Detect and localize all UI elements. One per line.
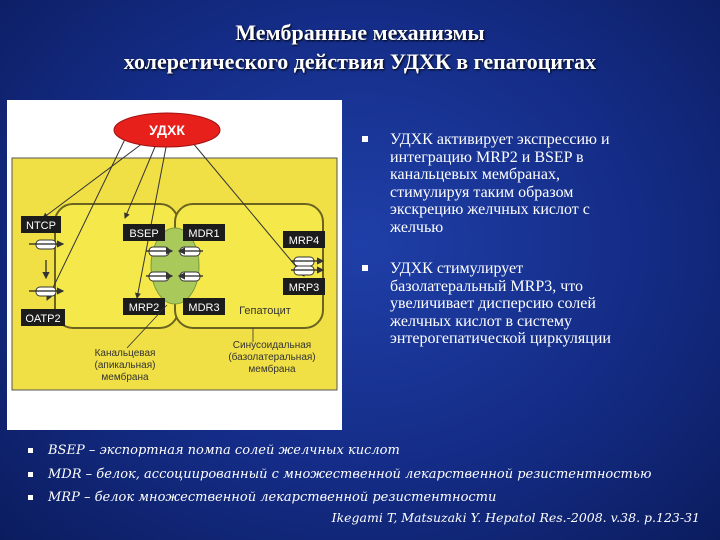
canalicular-label-3: мембрана (101, 371, 149, 383)
transporter-mdr3: MDR3 (183, 298, 225, 315)
mrp4-label: MRP4 (289, 235, 320, 247)
title-line-1: Мембранные механизмы (235, 20, 485, 45)
oatp2-label: OATP2 (25, 313, 60, 325)
bullet-square-icon (362, 136, 368, 142)
note-bsep: BSEP – экспортная помпа солей желчных ки… (28, 439, 708, 463)
key-point-2-line-2: базолатеральный MRP3, что (390, 277, 584, 295)
key-point-1-line-4: стимулируя таким образом (390, 183, 574, 201)
key-point-1: УДХК активирует экспрессию и интеграцию … (362, 131, 702, 236)
key-point-2: УДХК стимулирует базолатеральный MRP3, ч… (362, 260, 702, 348)
key-point-2-line-4: желчных кислот в систему (390, 312, 573, 330)
title-line-2: холеретического действия УДХК в гепатоци… (123, 49, 597, 74)
key-point-2-line-5: энтерогепатической циркуляции (390, 330, 611, 347)
note-mrp: MRP – белок множественной лекарственной … (28, 486, 708, 510)
bullet-square-icon (28, 448, 33, 453)
note-mdr: MDR – белок, ассоциированный с множестве… (28, 463, 708, 487)
transporter-mdr1: MDR1 (183, 224, 225, 241)
mrp2-label: MRP2 (129, 302, 160, 314)
bullet-square-icon (362, 265, 368, 271)
citation: Ikegami T, Matsuzaki Y. Hepatol Res.-200… (331, 510, 700, 525)
key-point-1-line-1: УДХК активирует экспрессию и (390, 131, 610, 148)
key-point-1-line-5: экскрецию желчных кислот с (390, 201, 590, 218)
key-point-1-line-6: желчью (390, 218, 444, 236)
hepatocyte-label: Гепатоцит (239, 305, 291, 317)
note-mdr-text: MDR – белок, ассоциированный с множестве… (48, 466, 652, 482)
canalicular-label-1: Канальцевая (95, 348, 156, 359)
note-mrp-text: MRP – белок множественной лекарственной … (48, 490, 497, 505)
mdr1-label: MDR1 (188, 228, 219, 240)
transporter-ntcp: NTCP (21, 216, 61, 233)
sinusoidal-label-1: Синусоидальная (233, 340, 311, 351)
transporter-bsep: BSEP (123, 224, 165, 241)
transporter-mrp4: MRP4 (283, 231, 325, 248)
key-point-2-line-1: УДХК стимулирует (390, 260, 524, 277)
bullet-square-icon (28, 495, 33, 500)
mrp3-label: MRP3 (289, 282, 320, 294)
key-point-2-line-3: увеличивает дисперсию солей (390, 295, 596, 312)
sinusoidal-label-2: (базолатеральная) (228, 351, 315, 363)
key-point-1-line-2: интеграцию MRP2 и BSEP в (390, 148, 584, 166)
ntcp-label: NTCP (26, 220, 56, 232)
bullet-square-icon (28, 471, 33, 477)
slide-title: Мембранные механизмы холеретического дей… (0, 18, 720, 76)
membrane-diagram: УДХК NTCP OATP2 BSEP MDR1 MRP2 MDR3 MR (7, 100, 342, 430)
abbreviation-notes: BSEP – экспортная помпа солей желчных ки… (28, 439, 708, 510)
transporter-oatp2: OATP2 (21, 309, 65, 326)
mdr3-label: MDR3 (188, 302, 219, 314)
canalicular-label-2: (апикальная) (95, 360, 156, 371)
transporter-mrp2: MRP2 (123, 298, 165, 315)
note-bsep-text: BSEP – экспортная помпа солей желчных ки… (48, 443, 400, 458)
diagram-svg: УДХК NTCP OATP2 BSEP MDR1 MRP2 MDR3 MR (11, 112, 338, 391)
key-point-1-line-3: канальцевых мембранах, (390, 166, 560, 183)
udca-ellipse (113, 112, 221, 148)
sinusoidal-label-3: мембрана (248, 363, 296, 375)
bsep-label: BSEP (129, 228, 158, 240)
key-points-list: УДХК активирует экспрессию и интеграцию … (362, 131, 702, 372)
udca-label: УДХК (149, 122, 185, 138)
transporter-mrp3: MRP3 (283, 278, 325, 295)
